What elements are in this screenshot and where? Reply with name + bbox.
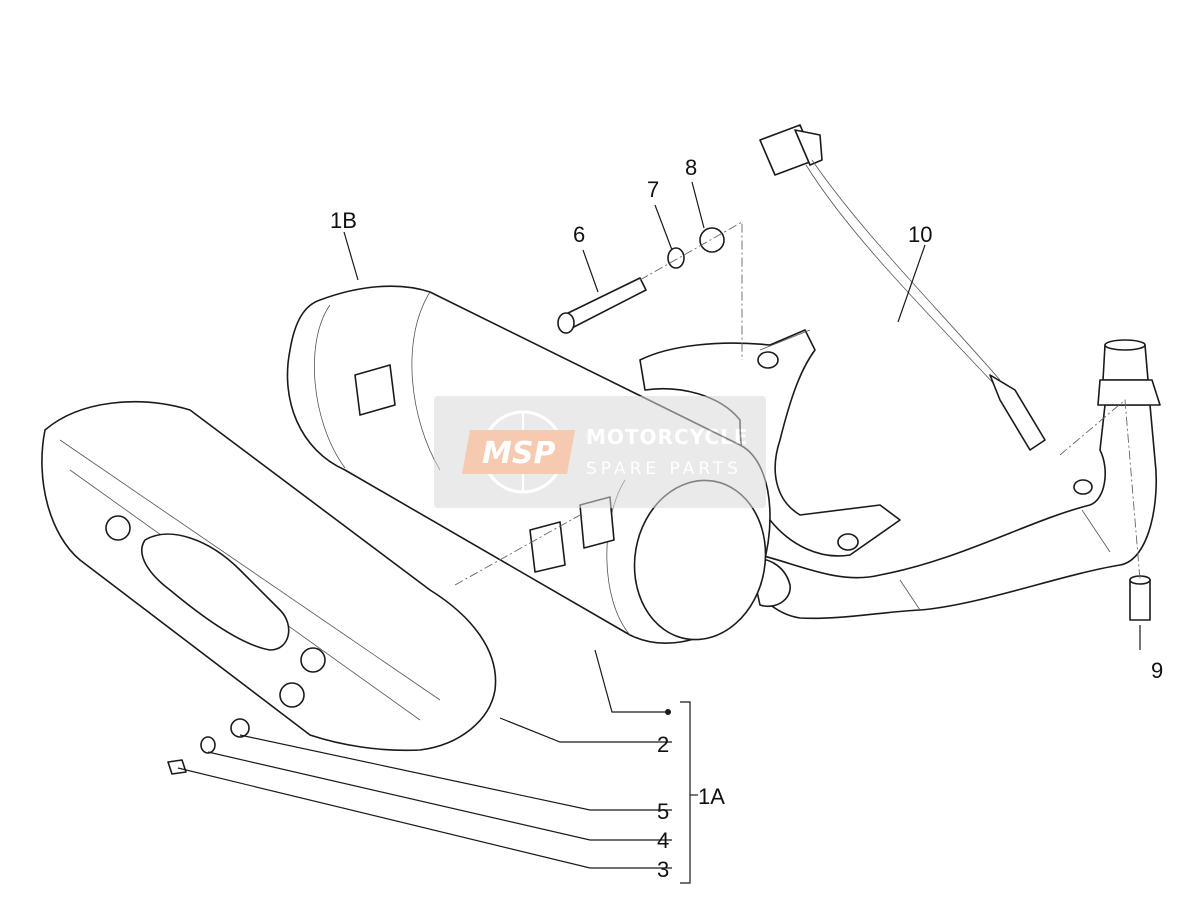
- exhaust-pipe: [749, 339, 1161, 620]
- nut-5: [230, 718, 250, 738]
- msp-logo-icon: [462, 430, 575, 474]
- heat-shield: [41, 401, 497, 752]
- callout-3: 3: [657, 857, 669, 882]
- screw-3: [167, 759, 187, 775]
- callout-6: 6: [573, 222, 585, 247]
- watermark: MSP MOTORCYCLE SPARE PARTS: [434, 396, 766, 508]
- bolt-6: [557, 277, 647, 334]
- washer-4: [200, 736, 216, 754]
- callout-8: 8: [685, 155, 697, 180]
- callout-9: 9: [1151, 658, 1163, 683]
- callout-1B: 1B: [330, 208, 357, 233]
- callout-7: 7: [647, 177, 659, 202]
- lambda-sensor: [759, 124, 1046, 451]
- callout-1A: 1A: [698, 784, 725, 809]
- watermark-line1: MOTORCYCLE: [586, 425, 748, 449]
- mounting-bracket: [639, 329, 901, 557]
- callout-2: 2: [657, 732, 669, 757]
- spacer-9: [1129, 575, 1151, 621]
- washer-8: [699, 227, 725, 253]
- callout-4: 4: [657, 828, 669, 853]
- callout-10: 10: [908, 222, 932, 247]
- callout-5: 5: [657, 799, 669, 824]
- callout-labels: 1B 6 7 8 10 9 2 1A 5 4 3: [330, 155, 1163, 882]
- leader-lines: [177, 181, 1141, 884]
- lock-washer-7: [667, 247, 685, 269]
- assembly-axis-lines: [454, 221, 1141, 586]
- watermark-logo: MSP: [482, 436, 555, 471]
- watermark-line2: SPARE PARTS: [586, 459, 742, 479]
